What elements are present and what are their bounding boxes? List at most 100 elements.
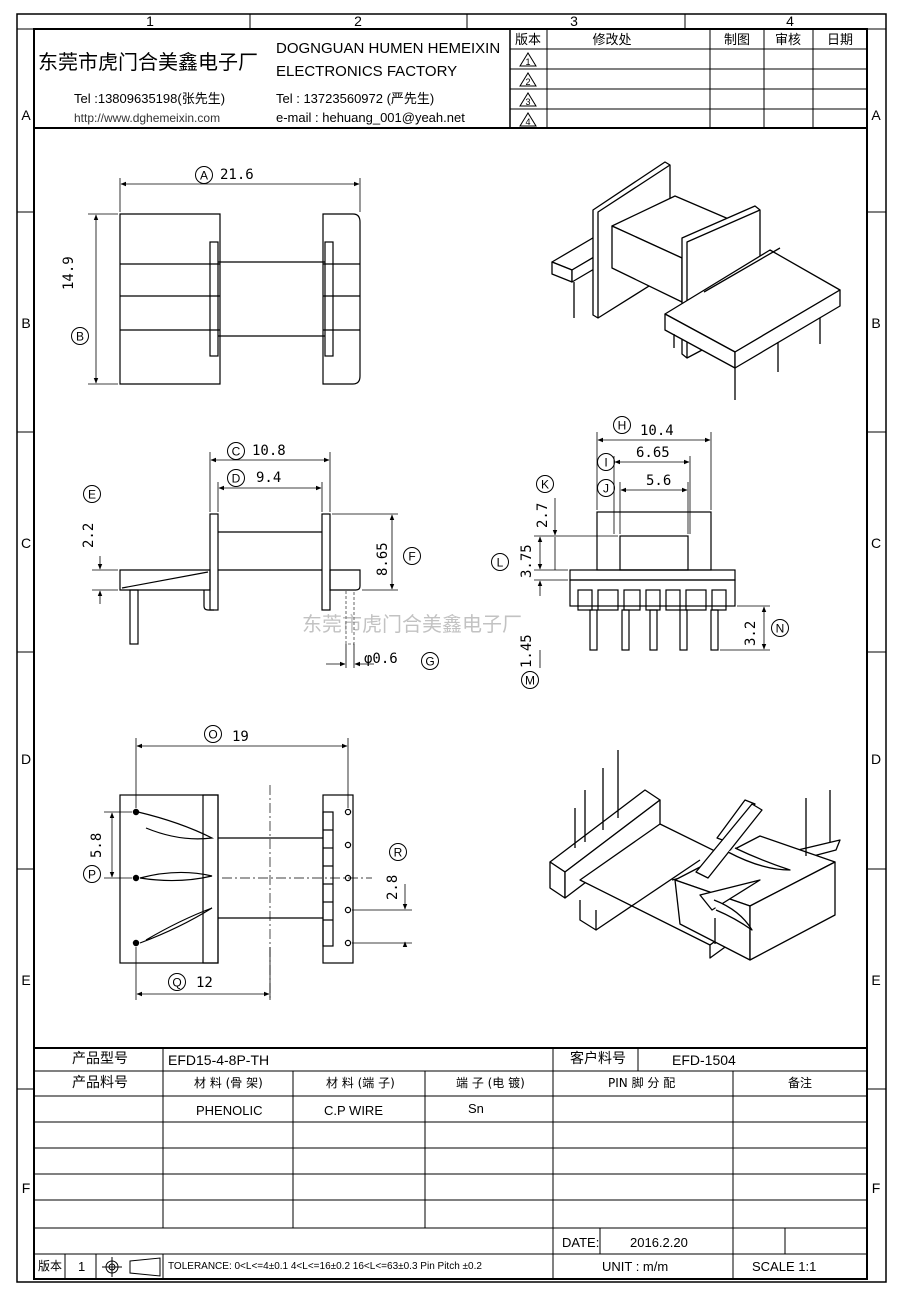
svg-text:A: A bbox=[200, 169, 208, 183]
dim-n-marker: N bbox=[770, 618, 790, 642]
projection-symbol-icon bbox=[102, 1257, 161, 1277]
dim-n-value: 3.2 bbox=[743, 620, 759, 646]
dim-l-value: 3.75 bbox=[519, 544, 535, 578]
svg-text:K: K bbox=[541, 478, 549, 492]
version-value: 1 bbox=[78, 1259, 86, 1274]
col-pin-assignment: PIN 脚 分 配 bbox=[608, 1076, 676, 1090]
dim-p-marker: P bbox=[82, 864, 102, 888]
row-label-c: C bbox=[21, 535, 31, 551]
dim-e-value: 2.2 bbox=[81, 522, 97, 548]
product-part-label: 产品料号 bbox=[72, 1075, 128, 1091]
row-label-e-right: E bbox=[871, 972, 880, 988]
dim-e-marker: E bbox=[82, 484, 102, 508]
dim-i-value: 6.65 bbox=[636, 445, 670, 461]
row-label-b-right: B bbox=[871, 315, 880, 331]
dim-b-value: 14.9 bbox=[61, 256, 77, 290]
column-label-2: 2 bbox=[354, 13, 362, 29]
svg-text:L: L bbox=[497, 556, 504, 570]
sheet-frame bbox=[16, 13, 887, 1283]
dim-b-marker: B bbox=[70, 326, 90, 350]
customer-part-value: EFD-1504 bbox=[672, 1052, 736, 1068]
rev-header-drawn: 制图 bbox=[724, 32, 750, 47]
zone-labels: 1 2 3 4 A A B B C C D D E E F F bbox=[21, 13, 881, 1196]
dim-r-value: 2.8 bbox=[385, 874, 401, 900]
customer-part-label: 客户料号 bbox=[570, 1051, 626, 1067]
revision-number: 2 bbox=[525, 77, 530, 87]
svg-text:M: M bbox=[525, 674, 535, 688]
revision-number: 3 bbox=[525, 97, 530, 107]
svg-text:J: J bbox=[603, 482, 609, 496]
watermark-text: 东莞市虎门合美鑫电子厂 bbox=[302, 612, 522, 636]
col-remarks: 备注 bbox=[788, 1076, 813, 1090]
svg-text:E: E bbox=[88, 488, 96, 502]
dim-h-value: 10.4 bbox=[640, 423, 674, 439]
dim-o-value: 19 bbox=[232, 729, 249, 745]
row-label-f-right: F bbox=[872, 1180, 881, 1196]
spec-table-grid bbox=[34, 1047, 867, 1279]
dim-c-value: 10.8 bbox=[252, 443, 286, 459]
col-material-pin: 材 料 (端 子) bbox=[326, 1076, 395, 1090]
dim-a-marker: A bbox=[194, 165, 214, 189]
contact-email[interactable]: e-mail : hehuang_001@yeah.net bbox=[276, 110, 465, 125]
row-label-d-right: D bbox=[871, 751, 881, 767]
version-label: 版本 bbox=[38, 1259, 63, 1273]
svg-text:N: N bbox=[776, 622, 785, 636]
dim-q-value: 12 bbox=[196, 975, 213, 991]
title-block-header: 东莞市虎门合美鑫电子厂 DOGNGUAN HUMEN HEMEIXIN ELEC… bbox=[34, 29, 867, 129]
terminal-plating-value: Sn bbox=[468, 1101, 484, 1116]
revision-triangle-icon bbox=[519, 112, 537, 127]
revision-triangle-icon bbox=[519, 72, 537, 87]
row-label-a-right: A bbox=[871, 107, 881, 123]
date-label: DATE: bbox=[562, 1235, 600, 1250]
product-model-label: 产品型号 bbox=[72, 1051, 128, 1067]
svg-text:G: G bbox=[425, 655, 434, 669]
column-label-4: 4 bbox=[786, 13, 794, 29]
row-label-d: D bbox=[21, 751, 31, 767]
rev-header-version: 版本 bbox=[515, 32, 541, 47]
isometric-view-bottom bbox=[549, 750, 841, 961]
svg-text:R: R bbox=[394, 846, 403, 860]
dim-r-marker: R bbox=[388, 842, 408, 866]
company-name-en-1: DOGNGUAN HUMEN HEMEIXIN bbox=[276, 40, 500, 57]
dim-m-value: 1.45 bbox=[519, 634, 535, 668]
row-label-e: E bbox=[21, 972, 30, 988]
dim-j-marker: J bbox=[596, 478, 616, 502]
product-model-value: EFD15-4-8P-TH bbox=[168, 1052, 270, 1068]
scale-value: SCALE 1:1 bbox=[752, 1259, 817, 1274]
svg-text:B: B bbox=[76, 330, 84, 344]
dim-d-value: 9.4 bbox=[256, 470, 282, 486]
dim-j-value: 5.6 bbox=[646, 473, 672, 489]
row-label-b: B bbox=[21, 315, 30, 331]
dim-k-value: 2.7 bbox=[535, 502, 551, 528]
material-bobbin-value: PHENOLIC bbox=[196, 1103, 263, 1118]
dim-h-marker: H bbox=[612, 415, 632, 439]
bottom-view bbox=[104, 738, 412, 1000]
col-material-bobbin: 材 料 (骨 架) bbox=[194, 1076, 263, 1090]
website-link[interactable]: http://www.dghemeixin.com bbox=[74, 111, 220, 125]
row-label-c-right: C bbox=[871, 535, 881, 551]
tolerance-note: TOLERANCE: 0<L<=4±0.1 4<L<=16±0.2 16<L<=… bbox=[168, 1261, 482, 1272]
dim-g-marker: G bbox=[420, 651, 440, 675]
svg-text:D: D bbox=[232, 472, 241, 486]
svg-text:C: C bbox=[232, 445, 241, 459]
svg-text:Q: Q bbox=[172, 976, 181, 990]
dim-a-value: 21.6 bbox=[220, 167, 254, 183]
company-name-cn: 东莞市虎门合美鑫电子厂 bbox=[38, 50, 258, 74]
rev-header-checked: 审核 bbox=[775, 32, 801, 47]
side-view bbox=[92, 452, 398, 668]
dim-p-value: 5.8 bbox=[89, 832, 105, 858]
svg-text:O: O bbox=[208, 728, 217, 742]
dim-m-marker: M bbox=[520, 670, 540, 694]
revision-table bbox=[510, 29, 867, 128]
unit-value: UNIT : m/m bbox=[602, 1259, 669, 1274]
rev-header-change: 修改处 bbox=[592, 32, 631, 47]
row-label-a: A bbox=[21, 107, 31, 123]
company-name-en-2: ELECTRONICS FACTORY bbox=[276, 63, 457, 80]
svg-text:P: P bbox=[88, 868, 96, 882]
dim-g-value: φ0.6 bbox=[364, 651, 398, 667]
dim-d-marker: D bbox=[226, 468, 246, 492]
rev-header-date: 日期 bbox=[827, 32, 853, 47]
row-label-f: F bbox=[22, 1180, 31, 1196]
column-label-3: 3 bbox=[570, 13, 578, 29]
